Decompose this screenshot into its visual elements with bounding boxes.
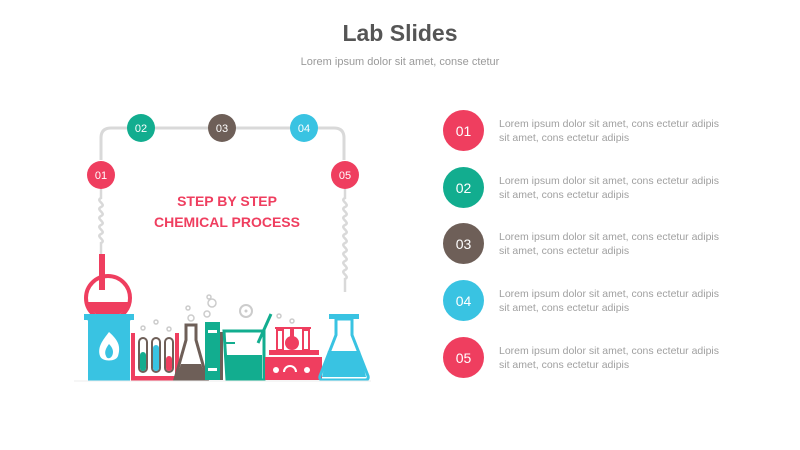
list-item-badge: 04 [443,280,484,321]
list-item: 02 Lorem ipsum dolor sit amet, cons ecte… [443,167,743,209]
conical-flask-icon [318,314,370,382]
slide-subtitle: Lorem ipsum dolor sit amet, conse ctetur [300,56,500,68]
right-coil-tube [342,188,348,292]
list-item-text: Lorem ipsum dolor sit amet, cons ectetur… [499,175,720,201]
diagram-heading-line1: STEP BY STEP [177,193,277,209]
hot-plate-icon [265,313,322,380]
left-coil-tube [98,188,104,258]
list-item-text: Lorem ipsum dolor sit amet, cons ectetur… [499,231,720,257]
step-badge-03: 03 [208,114,236,142]
step-badge-05: 05 [331,161,359,189]
diagram-heading-line2: CHEMICAL PROCESS [154,214,300,230]
step-badge-label: 05 [339,170,351,182]
round-flask-icon [84,254,132,322]
list-item-badge: 02 [443,167,484,208]
step-badge-04: 04 [290,114,318,142]
burner-flame-icon [84,314,134,381]
list-item: 03 Lorem ipsum dolor sit amet, cons ecte… [443,223,743,265]
step-badge-01: 01 [87,161,115,189]
step-badge-02: 02 [127,114,155,142]
erlenmeyer-flask-icon [173,305,209,381]
list-item-badge: 05 [443,337,484,378]
list-item-text: Lorem ipsum dolor sit amet, cons ectetur… [499,288,720,314]
test-tubes-rack-icon [131,319,179,381]
step-badge-label: 04 [298,123,310,135]
books-icon [203,294,223,380]
list-item-text: Lorem ipsum dolor sit amet, cons ectetur… [499,345,720,371]
list-item-badge: 01 [443,110,484,151]
list-item-badge: 03 [443,223,484,264]
step-badge-label: 01 [95,170,107,182]
list-item: 01 Lorem ipsum dolor sit amet, cons ecte… [443,110,743,152]
step-badge-label: 02 [135,123,147,135]
list-item-text: Lorem ipsum dolor sit amet, cons ectetur… [499,118,720,144]
slide-title: Lab Slides [342,20,458,46]
list-item: 04 Lorem ipsum dolor sit amet, cons ecte… [443,280,743,322]
list-item: 05 Lorem ipsum dolor sit amet, cons ecte… [443,337,743,379]
beaker-icon [222,304,273,382]
step-badge-label: 03 [216,123,228,135]
